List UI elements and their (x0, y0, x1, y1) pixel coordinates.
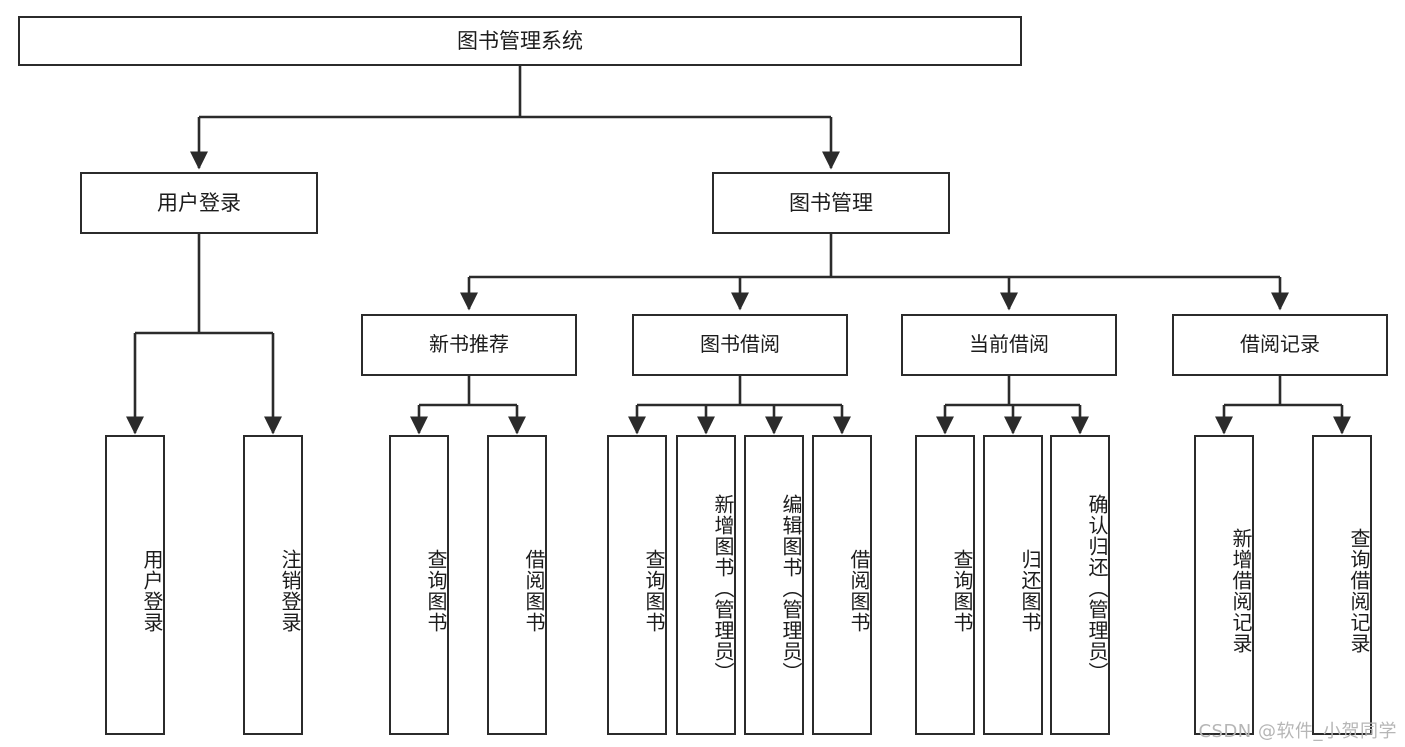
watermark-text: CSDN @软件_小贺同学 (1198, 721, 1397, 742)
leaf-add-record[interactable]: 新增借阅记录 (1194, 435, 1254, 735)
leaf-query-book-1[interactable]: 查询图书 (389, 435, 449, 735)
node-book-borrow[interactable]: 图书借阅 (632, 314, 848, 376)
leaf-query-book-3[interactable]: 查询图书 (915, 435, 975, 735)
node-root[interactable]: 图书管理系统 (18, 16, 1022, 66)
node-current-borrow[interactable]: 当前借阅 (901, 314, 1117, 376)
leaf-label: 新增图书（管理员） (711, 493, 735, 683)
leaf-label: 编辑图书（管理员） (779, 493, 803, 683)
leaf-query-book-2[interactable]: 查询图书 (607, 435, 667, 735)
leaf-edit-book[interactable]: 编辑图书（管理员） (744, 435, 804, 735)
leaf-user-login[interactable]: 用户登录 (105, 435, 165, 735)
leaf-label: 注销登录 (278, 549, 302, 633)
leaf-add-book[interactable]: 新增图书（管理员） (676, 435, 736, 735)
leaf-label: 查询借阅记录 (1347, 528, 1371, 654)
leaf-label: 新增借阅记录 (1229, 528, 1253, 654)
leaf-confirm-return[interactable]: 确认归还（管理员） (1050, 435, 1110, 735)
leaf-label: 查询图书 (424, 549, 448, 633)
leaf-query-record[interactable]: 查询借阅记录 (1312, 435, 1372, 735)
leaf-label: 确认归还（管理员） (1085, 493, 1109, 683)
leaf-logout[interactable]: 注销登录 (243, 435, 303, 735)
node-new-book-recommend[interactable]: 新书推荐 (361, 314, 577, 376)
leaf-label: 用户登录 (140, 549, 164, 633)
leaf-label: 借阅图书 (847, 549, 871, 633)
node-borrow-record[interactable]: 借阅记录 (1172, 314, 1388, 376)
node-book-management[interactable]: 图书管理 (712, 172, 950, 234)
leaf-return-book[interactable]: 归还图书 (983, 435, 1043, 735)
leaf-borrow-book-2[interactable]: 借阅图书 (812, 435, 872, 735)
leaf-label: 借阅图书 (522, 549, 546, 633)
leaf-label: 查询图书 (642, 549, 666, 633)
leaf-label: 归还图书 (1018, 549, 1042, 633)
leaf-borrow-book-1[interactable]: 借阅图书 (487, 435, 547, 735)
leaf-label: 查询图书 (950, 549, 974, 633)
node-user-login[interactable]: 用户登录 (80, 172, 318, 234)
